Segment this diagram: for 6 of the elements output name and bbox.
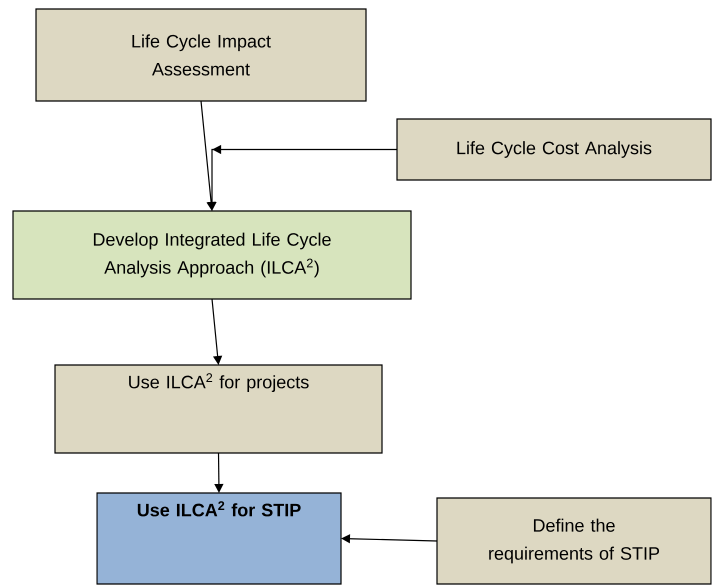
process-box: Use ILCA$^{2}$ for STIP (96, 492, 342, 585)
process-box: Use ILCA$^{2}$ for projects (54, 364, 383, 454)
process-box: Define the requirements of STIP (436, 497, 712, 585)
process-box: Life Cycle Cost Analysis (396, 118, 712, 181)
process-box: Life Cycle Impact Assessment (35, 8, 367, 102)
process-box: Develop Integrated Life Cycle Analysis Approach (ILCA$^{2}$) (12, 210, 412, 300)
